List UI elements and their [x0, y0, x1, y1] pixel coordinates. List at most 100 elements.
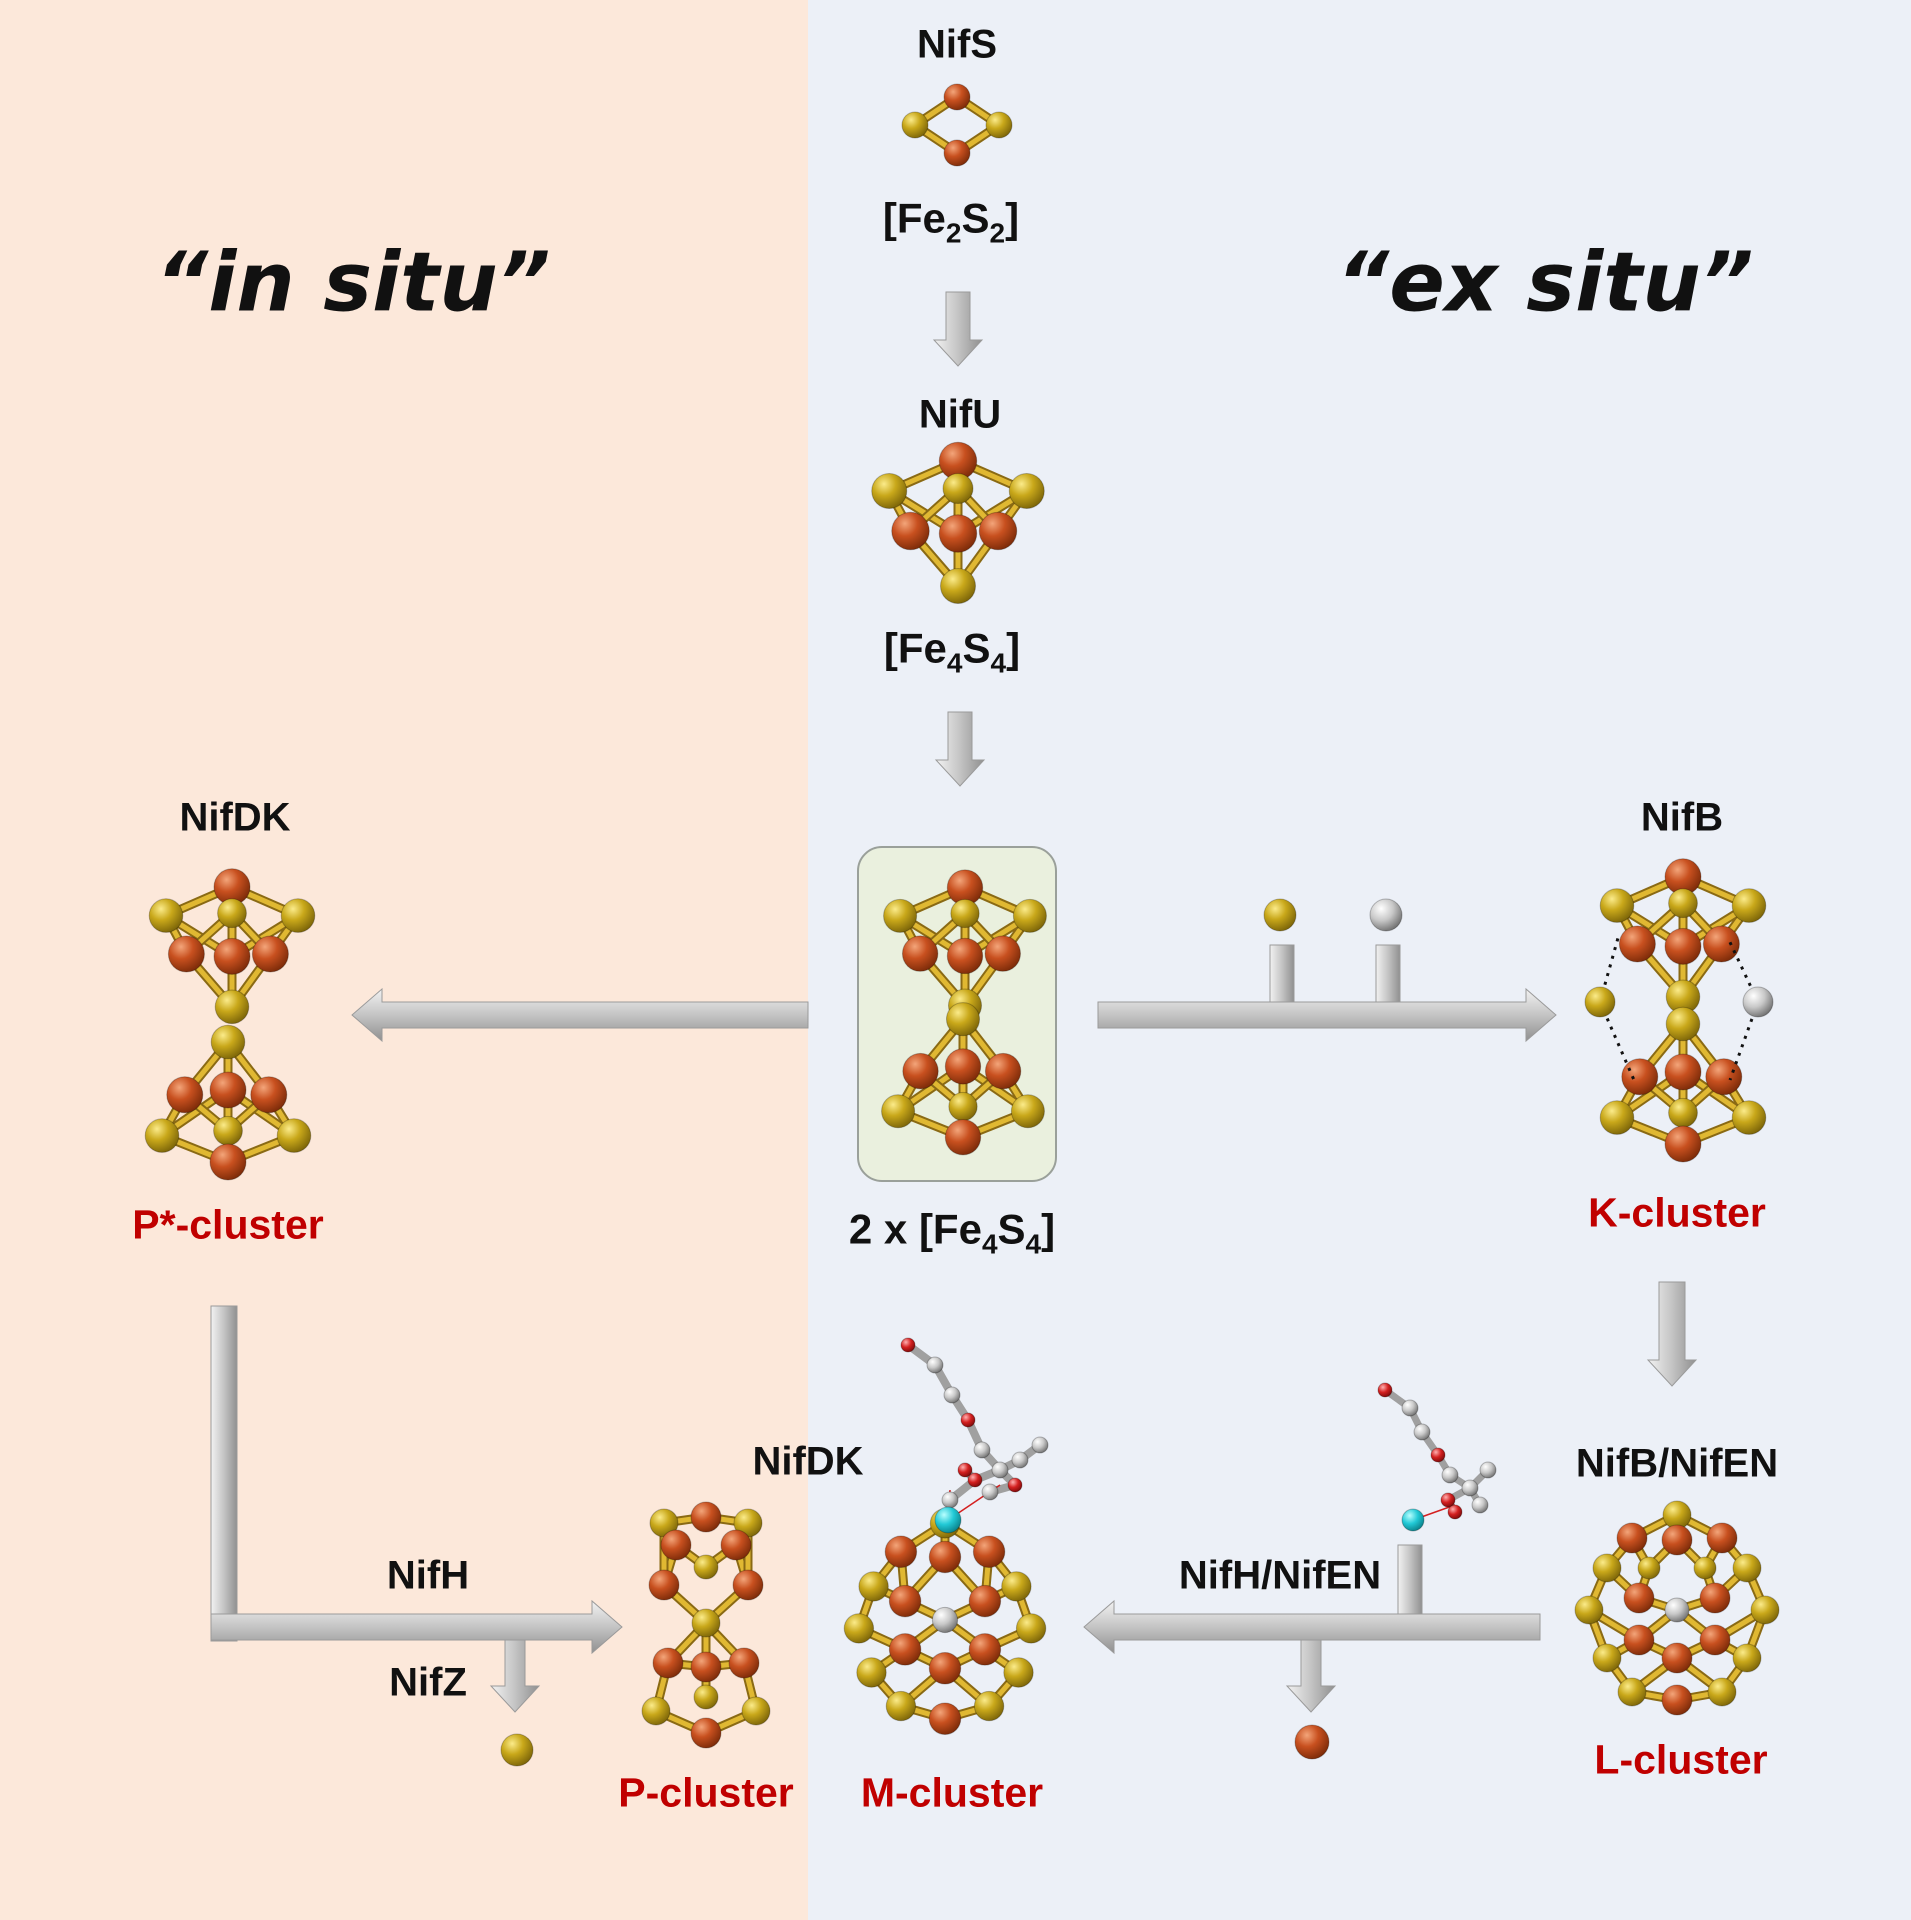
iron-atom — [946, 937, 984, 975]
sulfur-atom — [940, 568, 976, 604]
iron-atom — [943, 83, 971, 111]
arrow-shape — [1646, 1281, 1698, 1387]
arrow-branch — [1269, 944, 1295, 1003]
iron-atom — [972, 1535, 1006, 1568]
sulfur-atom — [214, 989, 250, 1025]
sulfur-atom — [871, 473, 908, 509]
sulfur-atom — [1750, 1595, 1780, 1625]
sulfur-atom — [1008, 473, 1045, 509]
oxygen-atom — [1447, 1504, 1463, 1520]
arrows-layer — [210, 291, 1698, 1713]
iron-atom — [888, 1584, 922, 1618]
arrow-shape — [1083, 1599, 1541, 1655]
iron-atom — [1661, 1642, 1693, 1674]
sulfur-atom — [1731, 888, 1767, 923]
two-fe4s4-formula: 2 x [Fe4S4] — [848, 1205, 1056, 1260]
ex-situ-title: “ex situ” — [1336, 235, 1754, 331]
iron-atom — [652, 1647, 684, 1679]
arrow-nifu-to-center — [934, 711, 986, 787]
sulfur-atom — [1584, 986, 1616, 1018]
sulfur-atom — [1707, 1677, 1737, 1707]
sulfur-atom — [1617, 1677, 1647, 1707]
iron-atom — [1661, 1524, 1693, 1556]
sulfur-atom — [280, 898, 316, 933]
oxygen-atom — [957, 1462, 973, 1478]
in-situ-panel — [0, 0, 808, 1920]
arrow-shape — [210, 1599, 623, 1655]
nifs-label: NifS — [917, 22, 997, 67]
oxygen-atom — [1007, 1477, 1023, 1493]
sulfur-atom — [942, 473, 974, 504]
arrow-shape — [489, 1639, 541, 1713]
fe2s2-formula: [Fe2S2] — [882, 194, 1020, 249]
iron-atom — [902, 1052, 939, 1090]
iron-atom — [1664, 1053, 1702, 1091]
sulfur-atom — [950, 898, 980, 929]
sulfur-atom — [985, 111, 1013, 139]
sulfur-atom — [948, 1091, 978, 1122]
arrow-release-s — [489, 1639, 541, 1713]
sulfur-atom — [1693, 1556, 1717, 1580]
iron-atom — [728, 1647, 760, 1679]
iron-atom — [1661, 1684, 1693, 1716]
sulfur-atom — [693, 1684, 719, 1710]
sulfur-atom — [1574, 1595, 1604, 1625]
carbon-atom — [1011, 1451, 1029, 1469]
sulfur-atom — [881, 1094, 916, 1129]
sulfur-atom — [1668, 888, 1698, 919]
sulfur-atom — [210, 1024, 246, 1060]
arrow-shape — [934, 711, 986, 787]
oxygen-atom — [1430, 1447, 1446, 1463]
iron-atom — [1699, 1624, 1731, 1656]
oxygen-atom — [960, 1412, 976, 1428]
arrow-branch — [1397, 1544, 1423, 1615]
molybdenum-atom — [934, 1506, 962, 1534]
homocitrate-ligand — [900, 1337, 1049, 1534]
carbon-atom — [981, 1483, 999, 1501]
iron-atom — [167, 935, 205, 973]
arrow-shape — [932, 291, 984, 367]
sulfur-atom — [856, 1657, 887, 1688]
iron-atom — [720, 1529, 752, 1561]
carbon-atom — [1471, 1496, 1489, 1514]
sulfur-atom — [858, 1571, 889, 1602]
iron-atom — [928, 1540, 962, 1574]
iron-atom — [901, 935, 939, 972]
nifh-label: NifH — [386, 1553, 470, 1598]
nifb-label: NifB — [1640, 795, 1724, 840]
carbon-atom — [1742, 986, 1774, 1018]
fe4s4-cluster-nifu — [871, 441, 1045, 604]
iron-atom — [928, 1652, 962, 1685]
k-cluster-bridges — [1584, 937, 1774, 1081]
iron-atom — [1623, 1624, 1655, 1656]
sulfur-atom — [500, 1733, 534, 1767]
carbon-atom — [1413, 1423, 1431, 1441]
iron-atom — [944, 1119, 982, 1156]
molybdenum-atom — [1401, 1508, 1425, 1532]
carbon-atom — [941, 1491, 959, 1509]
sulfur-atom — [1012, 898, 1047, 933]
sulfur-atom — [1731, 1100, 1767, 1135]
free-atoms — [500, 898, 1403, 1767]
iron-atom — [660, 1529, 692, 1561]
sulfur-atom — [885, 1690, 917, 1722]
iron-atom — [1623, 1582, 1655, 1614]
sulfur-atom — [1665, 1006, 1701, 1042]
l-cluster-label: L-cluster — [1594, 1736, 1768, 1783]
iron-atom — [968, 1633, 1002, 1666]
sulfur-atom — [217, 898, 247, 929]
sulfur-atom — [1015, 1613, 1047, 1644]
oxygen-atom — [1440, 1492, 1456, 1508]
p-star-cluster-top — [148, 868, 316, 1025]
sulfur-atom — [1732, 1553, 1762, 1583]
fe4s4-cluster-bottom — [881, 1002, 1045, 1156]
fe4s4-formula: [Fe4S4] — [883, 624, 1021, 679]
sulfur-atom — [901, 111, 929, 139]
carbon-atom — [973, 1441, 991, 1459]
iron-atom — [648, 1569, 680, 1601]
carbon-atom — [1369, 898, 1403, 932]
iron-atom — [1616, 1522, 1648, 1554]
iron-atom — [1702, 925, 1740, 963]
sulfur-atom — [1001, 1571, 1032, 1602]
